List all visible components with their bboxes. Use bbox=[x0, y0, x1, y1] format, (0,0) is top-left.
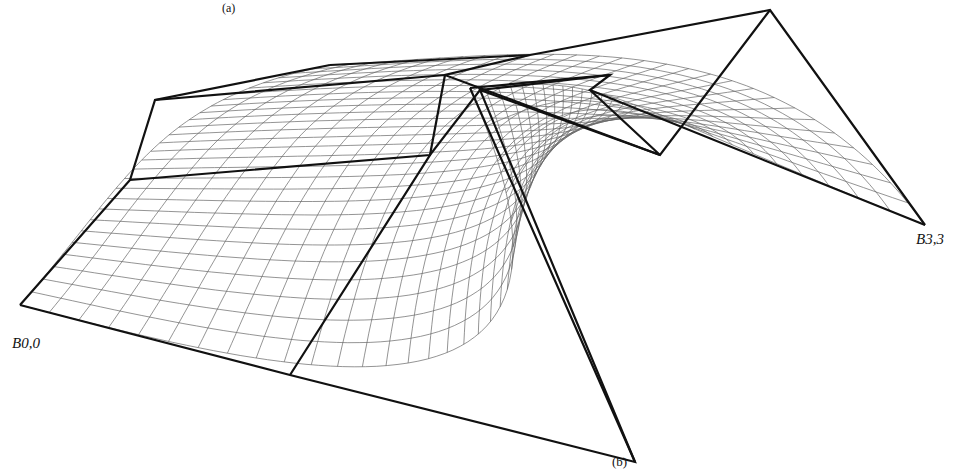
panel-label: (a) bbox=[222, 2, 235, 14]
control-polygon-line bbox=[20, 88, 635, 462]
mesh-line bbox=[116, 89, 582, 189]
control-polygon-line bbox=[470, 75, 925, 225]
mesh-line bbox=[227, 56, 485, 354]
mesh-line bbox=[464, 74, 711, 344]
mesh-line bbox=[49, 64, 351, 313]
mesh-line bbox=[256, 55, 508, 358]
control-polygon-line bbox=[155, 75, 660, 155]
mesh-line bbox=[330, 54, 925, 225]
mesh-line bbox=[151, 101, 625, 151]
mesh-line bbox=[338, 55, 577, 367]
control-point-label: B0,0 bbox=[12, 336, 40, 351]
control-point-label: B3,3 bbox=[916, 232, 944, 247]
mesh-line bbox=[79, 62, 374, 320]
mesh-line bbox=[284, 54, 531, 362]
mesh-line bbox=[264, 74, 802, 174]
mesh-line bbox=[362, 56, 599, 367]
mesh-line bbox=[498, 110, 891, 183]
mesh-line bbox=[109, 61, 396, 328]
control-polygon-line bbox=[130, 75, 610, 180]
control-polygon-line bbox=[480, 10, 770, 462]
mesh-line bbox=[20, 65, 330, 305]
control-polygon-line bbox=[330, 10, 925, 225]
mesh-line bbox=[42, 86, 521, 321]
panel-label: (b) bbox=[612, 455, 627, 468]
mesh-line bbox=[295, 64, 859, 198]
mesh-line bbox=[279, 69, 829, 185]
mesh-line bbox=[249, 80, 776, 164]
control-polygon-line bbox=[290, 55, 530, 375]
mesh-line bbox=[198, 57, 463, 348]
mesh-line bbox=[491, 89, 754, 322]
control-net bbox=[20, 10, 925, 462]
control-polygon-line bbox=[20, 65, 330, 305]
surface-mesh bbox=[20, 54, 925, 367]
mesh-line bbox=[139, 59, 418, 334]
mesh-line bbox=[511, 118, 854, 222]
